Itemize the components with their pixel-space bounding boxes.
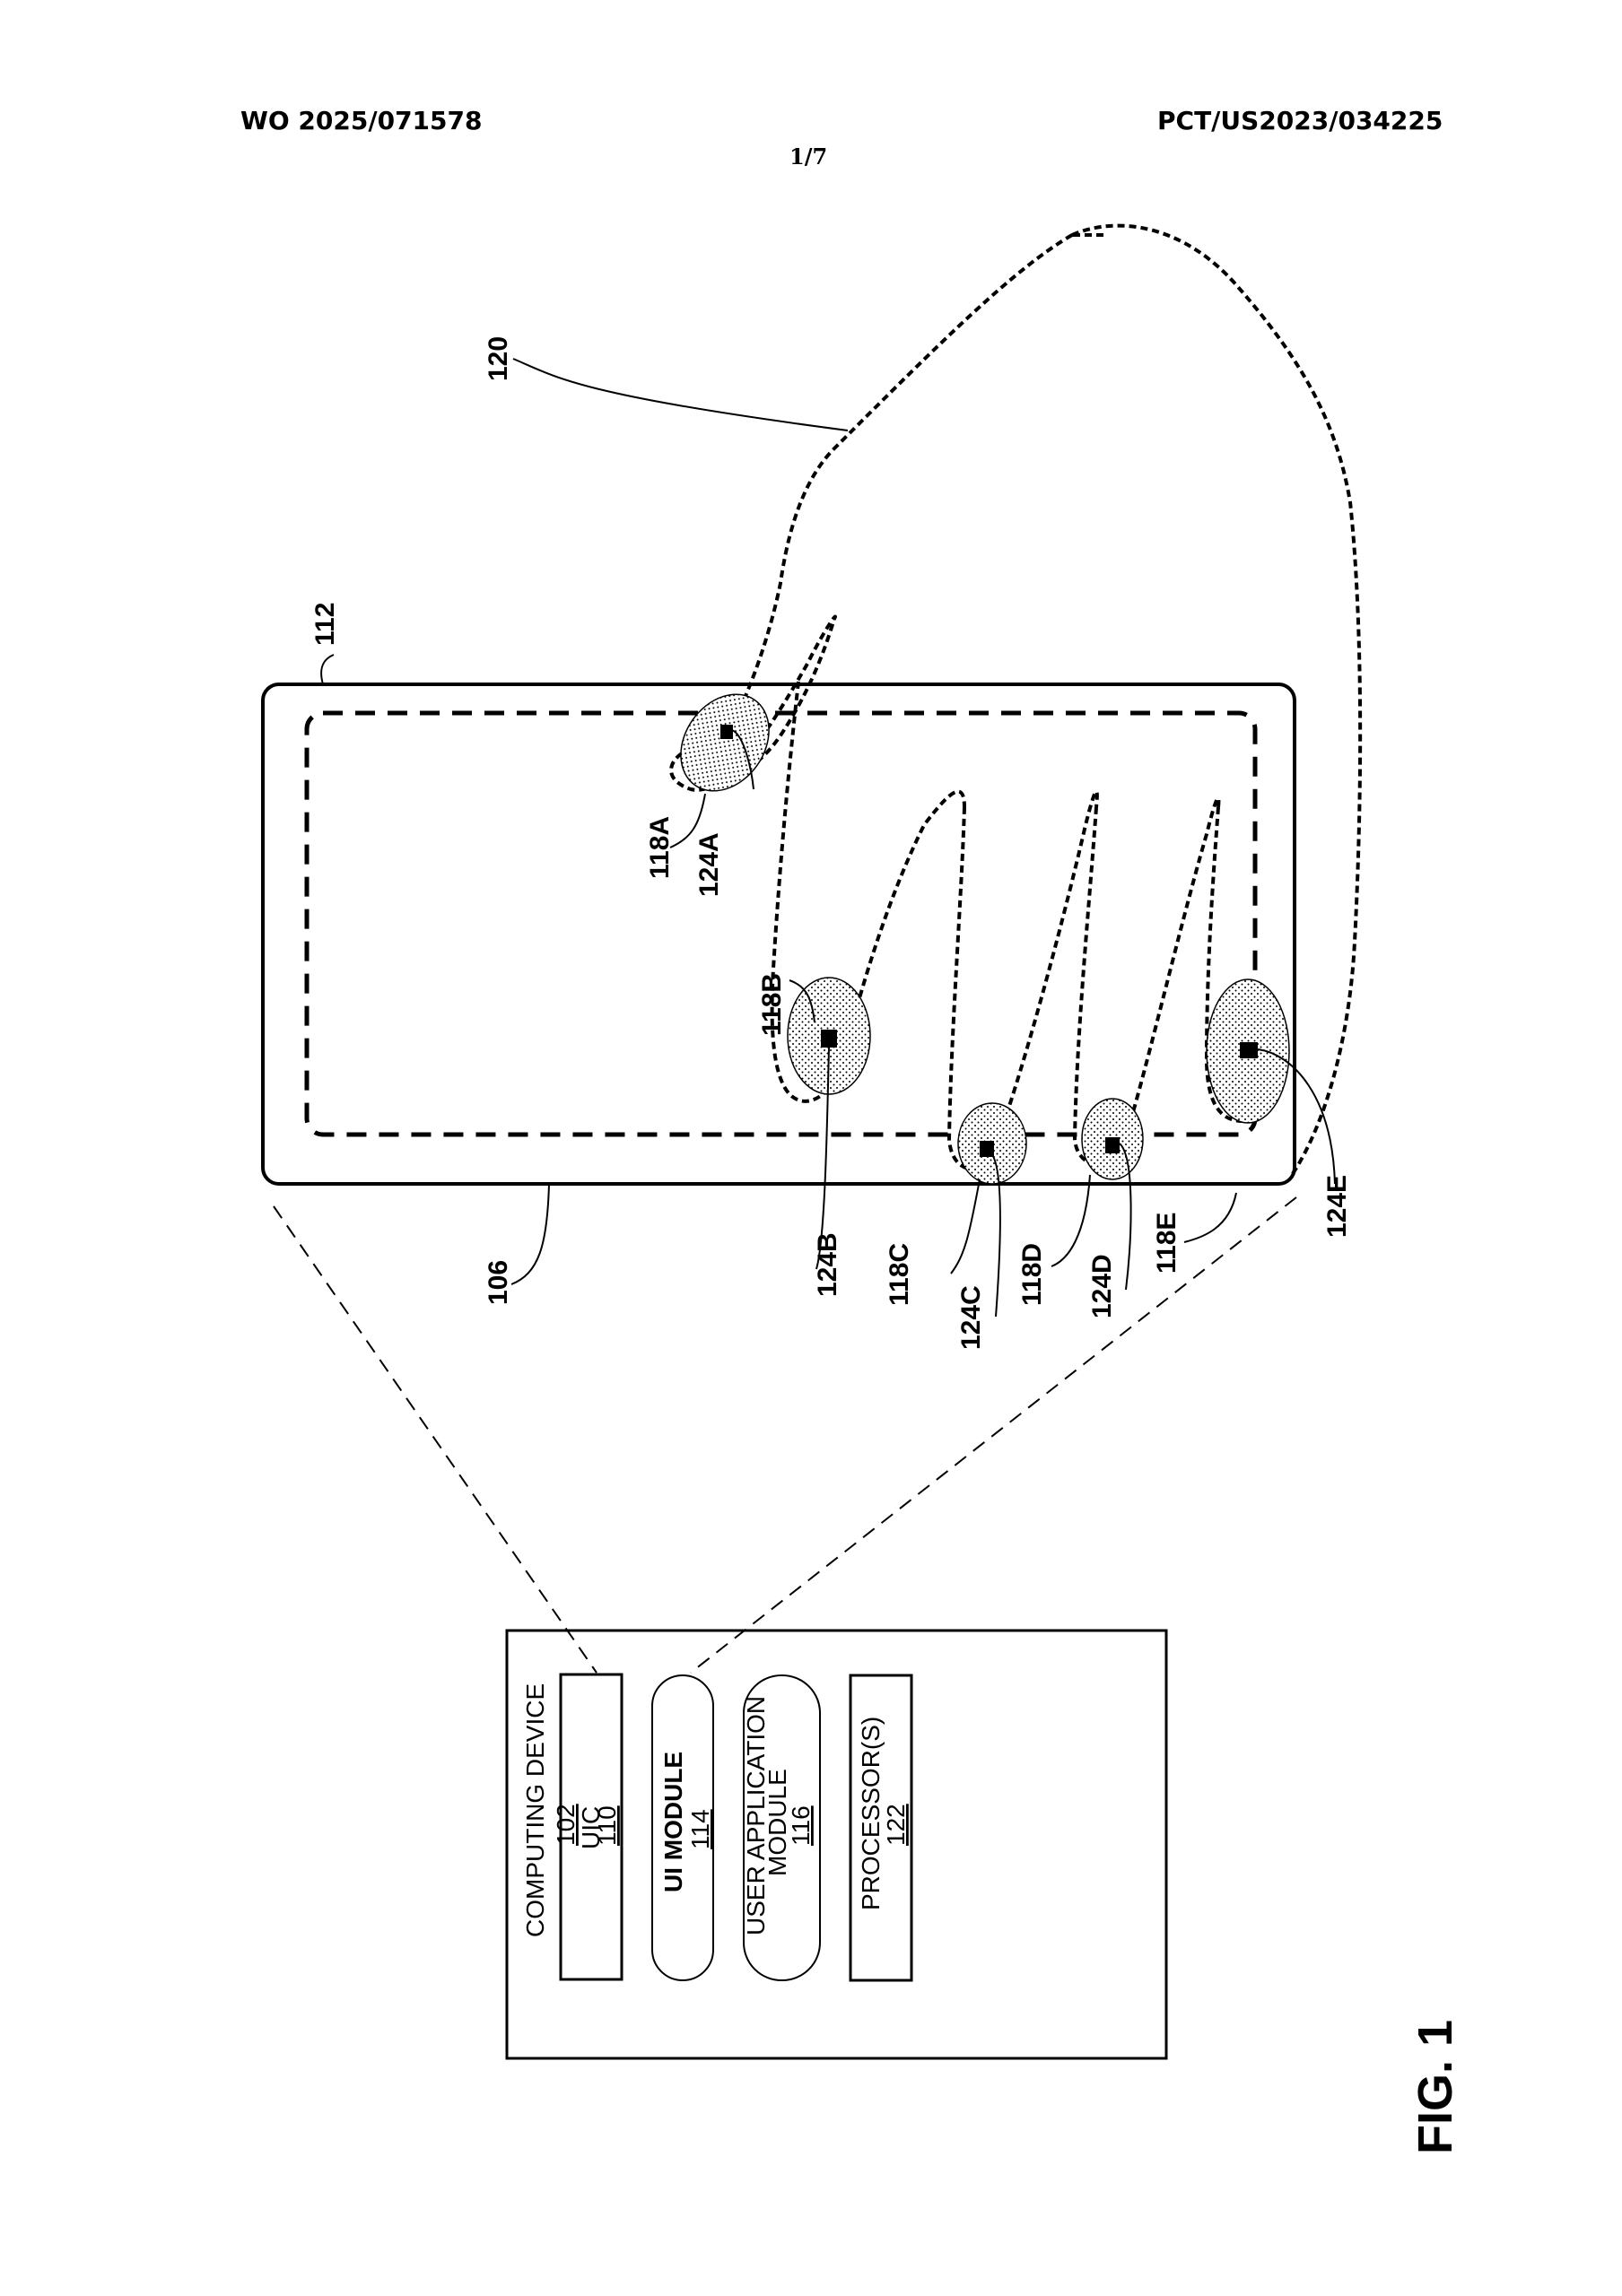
- label-118a: 118A: [645, 816, 675, 879]
- user-application-module-label-1: USER APPLICATION: [742, 1696, 770, 1935]
- label-124b: 124B: [813, 1232, 842, 1297]
- computing-device-box: [505, 1629, 1168, 2060]
- zoom-line-right: [690, 1196, 1297, 1674]
- little-finger-outline: [1204, 806, 1289, 1124]
- label-124d: 124D: [1087, 1254, 1117, 1318]
- leader-124d: [1119, 1143, 1132, 1291]
- label-106: 106: [484, 1260, 513, 1305]
- leader-118a: [669, 793, 706, 848]
- leader-118c: [950, 1178, 981, 1274]
- phone-outline: [261, 683, 1296, 1186]
- hand-outline: [680, 223, 1363, 1177]
- leader-118e: [1183, 1192, 1237, 1243]
- leader-124a: [731, 729, 754, 790]
- uic-box: [559, 1673, 624, 1981]
- label-118b: 118B: [757, 973, 787, 1036]
- label-124c: 124C: [956, 1285, 986, 1350]
- centroid-124d: [1105, 1137, 1120, 1153]
- ui-module-box: [651, 1674, 714, 1981]
- processors-box: [849, 1674, 913, 1982]
- user-application-module-box: [743, 1674, 821, 1981]
- processors-ref: 122: [882, 1804, 910, 1846]
- leader-124c: [990, 1152, 1001, 1318]
- label-118e: 118E: [1152, 1213, 1182, 1274]
- label-112: 112: [310, 603, 340, 646]
- centroid-124e: [1240, 1042, 1258, 1058]
- sheet-number: 1/7: [789, 144, 828, 170]
- leader-106: [510, 1183, 550, 1285]
- thumb-outline: [669, 614, 837, 792]
- label-124e: 124E: [1322, 1175, 1352, 1238]
- leader-124e: [1257, 1048, 1336, 1185]
- leader-124b: [815, 1047, 830, 1270]
- leader-118b: [789, 979, 815, 1023]
- label-118d: 118D: [1017, 1243, 1047, 1306]
- zoom-line-left: [273, 1205, 597, 1674]
- ui-module-ref: 114: [686, 1809, 714, 1849]
- computing-device-title: COMPUTING DEVICE: [521, 1683, 549, 1937]
- index-finger-outline: [770, 681, 966, 1103]
- user-application-module-label-2: MODULE: [763, 1769, 791, 1876]
- contact-area-118a: [680, 693, 770, 792]
- user-application-module-ref: 116: [787, 1805, 815, 1846]
- label-118c: 118C: [885, 1243, 914, 1306]
- centroid-124a: [720, 725, 733, 739]
- publication-number: WO 2025/071578: [240, 106, 483, 135]
- computing-device-ref: 102: [552, 1804, 580, 1846]
- application-number: PCT/US2023/034225: [1157, 106, 1443, 135]
- uic-label: UIC: [577, 1806, 605, 1849]
- leader-118d: [1051, 1174, 1091, 1267]
- leader-120: [512, 358, 849, 431]
- centroid-124b: [821, 1030, 837, 1048]
- figure-title: FIG. 1: [1408, 2020, 1462, 2154]
- ui-module-label: UI MODULE: [659, 1752, 687, 1892]
- label-124a: 124A: [694, 832, 724, 897]
- display-area: [304, 710, 1258, 1137]
- label-120: 120: [484, 336, 513, 381]
- uic-ref: 110: [593, 1805, 621, 1846]
- processors-label: PROCESSOR(S): [857, 1717, 885, 1910]
- leader-112: [320, 654, 335, 685]
